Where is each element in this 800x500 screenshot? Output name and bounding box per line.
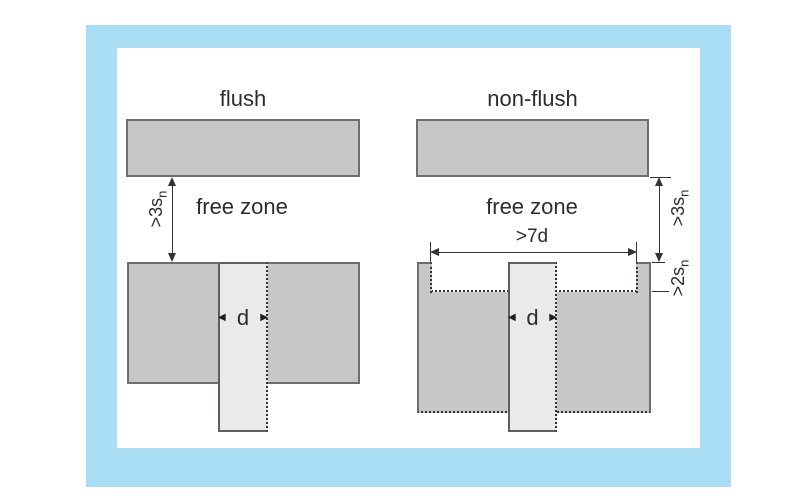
- arrowhead-up-icon: [655, 177, 663, 186]
- right-free-zone-label: free zone: [486, 194, 578, 219]
- arrowhead-down-icon: [168, 253, 176, 262]
- right-clearance-dimension-line: [659, 180, 660, 260]
- arrowhead-right-icon: [628, 248, 637, 256]
- right-target-plate: [416, 119, 649, 177]
- right-sensor-body: [508, 262, 557, 432]
- right-clearance-label: >3sn: [668, 176, 692, 240]
- recess-width-dimension-line: [433, 252, 635, 253]
- recess-depth-extension-bottom: [652, 291, 669, 292]
- right-diagram-title: non-flush: [487, 86, 578, 111]
- recess-depth-text: >2s: [668, 266, 688, 297]
- left-clearance-dimension-line: [172, 180, 173, 260]
- arrowhead-right-icon: ▶: [260, 312, 268, 323]
- left-diameter-label: d: [236, 305, 250, 330]
- left-free-zone-label: free zone: [196, 194, 288, 219]
- recess-width-label: >7d: [515, 226, 549, 247]
- arrowhead-left-icon: [430, 248, 439, 256]
- left-target-plate: [126, 119, 360, 177]
- arrowhead-up-icon: [168, 177, 176, 186]
- right-clearance-text: >3s: [668, 196, 688, 227]
- recess-depth-label: >2sn: [668, 246, 692, 310]
- recess-right-wall: [636, 262, 651, 293]
- left-clearance-subscript: n: [154, 190, 170, 198]
- right-clearance-subscript: n: [676, 189, 692, 197]
- left-diagram-title: flush: [219, 86, 267, 111]
- arrowhead-left-icon: ◀: [218, 312, 226, 323]
- right-diameter-label: d: [526, 305, 539, 330]
- arrowhead-left-icon: ◀: [508, 312, 516, 323]
- left-diameter-dimension: ◀ d ▶: [218, 306, 268, 330]
- arrowhead-down-icon: [655, 253, 663, 262]
- left-sensor-body: [218, 262, 268, 432]
- recess-depth-extension-top: [652, 262, 665, 263]
- recess-left-wall: [417, 262, 432, 293]
- right-diameter-dimension: ◀ d ▶: [508, 306, 557, 330]
- left-clearance-label: >3sn: [146, 177, 170, 241]
- recess-depth-subscript: n: [676, 259, 692, 267]
- arrowhead-right-icon: ▶: [549, 312, 557, 323]
- left-clearance-text: >3s: [146, 197, 166, 228]
